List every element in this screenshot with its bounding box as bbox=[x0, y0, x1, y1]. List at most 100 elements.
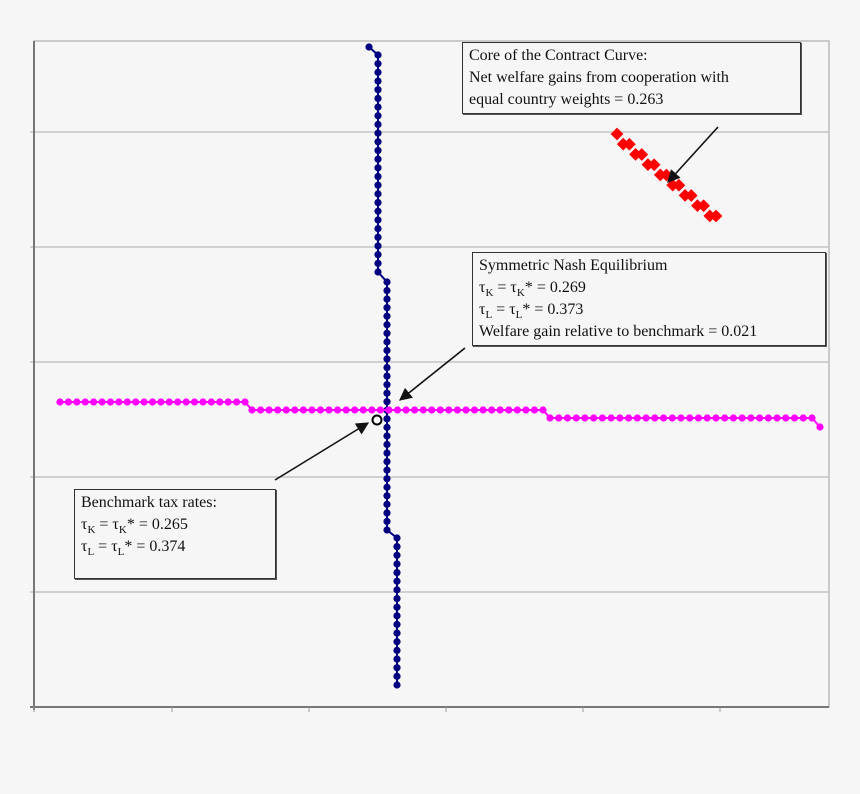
magenta-curve-marker bbox=[642, 414, 650, 422]
blue-curve-marker bbox=[383, 312, 391, 320]
magenta-curve-marker bbox=[368, 406, 376, 414]
magenta-curve-marker bbox=[808, 414, 816, 422]
blue-curve-marker bbox=[383, 415, 391, 423]
magenta-curve-marker bbox=[385, 406, 393, 414]
blue-curve-marker bbox=[383, 398, 391, 406]
magenta-curve-marker bbox=[73, 398, 81, 406]
magenta-curve-marker bbox=[351, 406, 359, 414]
blue-curve-marker bbox=[393, 594, 401, 603]
magenta-curve-marker bbox=[598, 414, 607, 422]
magenta-curve-marker bbox=[199, 398, 207, 406]
blue-curve-marker bbox=[374, 164, 382, 172]
blue-curve-marker bbox=[365, 43, 373, 51]
magenta-curve-marker bbox=[539, 406, 547, 414]
blue-curve-marker bbox=[393, 655, 401, 663]
magenta-curve-marker bbox=[123, 398, 131, 406]
annotation-nash-welfare: Welfare gain relative to benchmark = 0.0… bbox=[479, 323, 758, 340]
blue-curve-marker bbox=[393, 534, 401, 542]
blue-curve-marker bbox=[383, 440, 391, 449]
blue-curve-marker bbox=[383, 278, 391, 286]
magenta-curve-marker bbox=[359, 406, 367, 414]
magenta-curve-marker bbox=[308, 406, 316, 414]
blue-curve-marker bbox=[374, 242, 382, 250]
magenta-curve-marker bbox=[703, 414, 711, 422]
magenta-curve-marker bbox=[555, 414, 563, 422]
blue-curve-marker bbox=[393, 672, 401, 680]
annotation-core-line1: Core of the Contract Curve: bbox=[469, 47, 648, 64]
annotation-core-contract-curve: Core of the Contract Curve: Net welfare … bbox=[462, 42, 801, 114]
magenta-curve-marker bbox=[140, 398, 148, 406]
blue-curve-marker bbox=[393, 603, 401, 611]
blue-curve-marker bbox=[383, 492, 391, 500]
blue-curve-marker bbox=[383, 483, 391, 491]
magenta-curve-marker bbox=[115, 398, 123, 406]
blue-curve-marker bbox=[374, 198, 382, 207]
magenta-curve-marker bbox=[342, 406, 350, 414]
magenta-curve-marker bbox=[256, 406, 265, 414]
magenta-curve-marker bbox=[282, 406, 290, 414]
magenta-curve-marker bbox=[505, 406, 513, 414]
magenta-curve-marker bbox=[616, 414, 624, 422]
annotation-core-line2: Net welfare gains from cooperation with bbox=[469, 69, 729, 86]
magenta-curve-marker bbox=[712, 414, 720, 422]
magenta-curve-marker bbox=[445, 406, 453, 414]
nash-annotation-arrow bbox=[399, 347, 466, 401]
blue-curve-marker bbox=[374, 259, 382, 267]
magenta-curve-marker bbox=[607, 414, 615, 422]
benchmark-point-marker bbox=[371, 414, 383, 426]
blue-curve-marker bbox=[383, 449, 391, 457]
magenta-curve-marker bbox=[782, 414, 790, 422]
annotation-benchmark-title: Benchmark tax rates: bbox=[81, 494, 217, 511]
magenta-curve-marker bbox=[248, 406, 256, 414]
magenta-curve-marker bbox=[419, 406, 427, 414]
blue-curve-marker bbox=[393, 638, 401, 646]
magenta-curve-marker bbox=[488, 406, 496, 414]
magenta-curve-marker bbox=[773, 414, 781, 422]
blue-curve-marker bbox=[374, 138, 382, 146]
blue-curve-marker bbox=[383, 304, 391, 312]
core-annotation-arrow bbox=[667, 126, 719, 183]
blue-curve-marker bbox=[383, 286, 391, 295]
blue-curve-marker bbox=[383, 466, 391, 474]
magenta-curve-marker bbox=[157, 398, 165, 406]
magenta-curve-marker bbox=[668, 414, 676, 422]
blue-curve-marker bbox=[374, 51, 382, 59]
blue-curve-marker bbox=[383, 432, 391, 440]
magenta-curve-marker bbox=[316, 406, 325, 414]
blue-curve-marker bbox=[393, 646, 401, 655]
blue-curve-marker bbox=[374, 86, 382, 94]
magenta-curve-marker bbox=[625, 414, 633, 422]
magenta-curve-marker bbox=[165, 398, 173, 406]
blue-curve-marker bbox=[374, 251, 382, 259]
magenta-curve-marker bbox=[274, 406, 282, 414]
blue-curve-marker bbox=[393, 568, 401, 577]
blue-curve-marker bbox=[374, 103, 382, 111]
blue-curve-marker bbox=[393, 577, 401, 585]
magenta-curve-marker bbox=[686, 414, 694, 422]
magenta-curve-marker bbox=[677, 414, 685, 422]
magenta-curve-marker bbox=[659, 414, 668, 422]
blue-curve-marker bbox=[383, 423, 391, 431]
blue-curve-marker bbox=[383, 509, 391, 517]
blue-curve-marker bbox=[383, 295, 391, 303]
blue-curve-marker bbox=[393, 629, 401, 637]
magenta-curve-marker bbox=[190, 398, 199, 406]
blue-curve-marker bbox=[383, 389, 391, 397]
magenta-curve-marker bbox=[81, 398, 89, 406]
magenta-curve-marker bbox=[333, 406, 342, 414]
magenta-curve-marker bbox=[428, 406, 436, 414]
magenta-curve-marker bbox=[241, 398, 249, 406]
magenta-curve-marker bbox=[411, 406, 419, 414]
magenta-curve-marker bbox=[148, 398, 157, 406]
annotation-benchmark-tau-l: τL = τL* = 0.374 bbox=[81, 538, 186, 559]
magenta-curve-marker bbox=[132, 398, 140, 406]
magenta-curve-marker bbox=[546, 414, 554, 422]
blue-curve-marker bbox=[374, 190, 382, 198]
blue-curve-marker bbox=[383, 381, 391, 389]
magenta-curve-marker bbox=[756, 414, 764, 422]
blue-curve-marker bbox=[393, 681, 401, 689]
blue-curve-marker bbox=[374, 146, 382, 155]
blue-curve-marker bbox=[393, 543, 401, 551]
magenta-curve-marker bbox=[572, 414, 580, 422]
